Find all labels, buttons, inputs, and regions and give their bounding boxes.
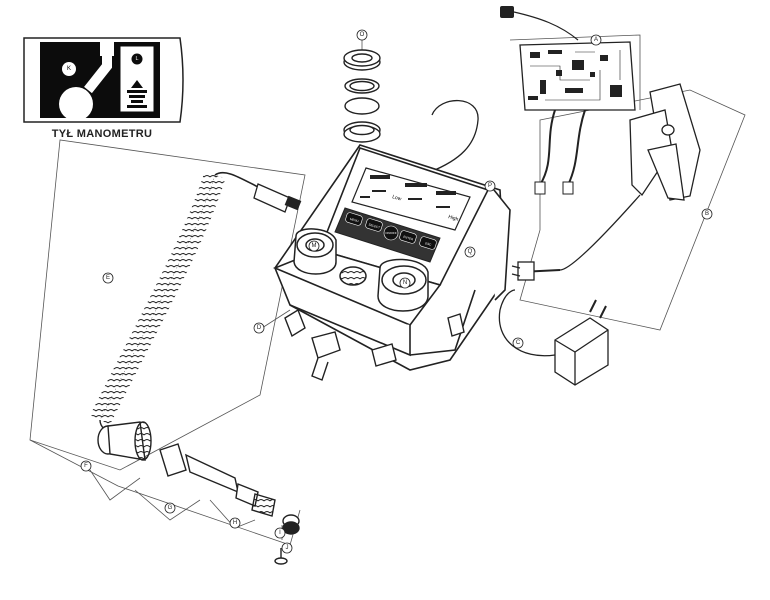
lcd-screen: Low High bbox=[351, 167, 471, 231]
button-menu-label: MENU bbox=[349, 217, 359, 223]
callout-d: D bbox=[257, 325, 262, 331]
power-charger bbox=[498, 289, 609, 386]
low-pressure-label: Low bbox=[391, 194, 402, 202]
circuit-board bbox=[500, 6, 636, 195]
callout-h: H bbox=[233, 520, 237, 526]
fittings bbox=[284, 308, 465, 381]
inset-label-l: L bbox=[135, 56, 138, 62]
temperature-clamp bbox=[511, 83, 701, 281]
inset-label-k: K bbox=[67, 66, 71, 72]
callout-n: N bbox=[403, 280, 407, 286]
callout-a: A bbox=[594, 37, 598, 43]
callout-i: I bbox=[279, 530, 281, 536]
button-enter-label: ENTER bbox=[403, 235, 415, 242]
callout-e: E bbox=[106, 275, 110, 281]
gauge-back-inset: K L bbox=[23, 37, 184, 123]
callout-b: B bbox=[705, 211, 709, 217]
sight-glass-parts bbox=[343, 49, 381, 143]
top-hose bbox=[429, 99, 479, 173]
callout-m: M bbox=[312, 243, 317, 249]
sensor-connectors bbox=[97, 419, 300, 565]
callout-q: Q bbox=[468, 249, 473, 255]
callout-o: O bbox=[360, 32, 365, 38]
callout-g: G bbox=[168, 505, 173, 511]
callout-labels: A B C D E F G H I J M N O P Q bbox=[80, 29, 713, 554]
valve-knobs bbox=[293, 228, 429, 312]
callout-p: P bbox=[488, 183, 492, 189]
callout-f: F bbox=[84, 463, 88, 469]
button-select-label: SELECT bbox=[368, 222, 380, 229]
callout-j: J bbox=[286, 545, 289, 551]
inset-caption: TYŁ MANOMETRU bbox=[51, 128, 153, 140]
coiled-cable bbox=[90, 171, 302, 425]
keypad-panel: MENU SELECT ON/OFF ENTER ESC bbox=[334, 207, 441, 263]
button-onoff-label: ON/OFF bbox=[385, 231, 396, 235]
callout-c: C bbox=[516, 340, 521, 346]
button-esc-label: ESC bbox=[425, 241, 433, 247]
high-pressure-label: High bbox=[447, 214, 459, 223]
